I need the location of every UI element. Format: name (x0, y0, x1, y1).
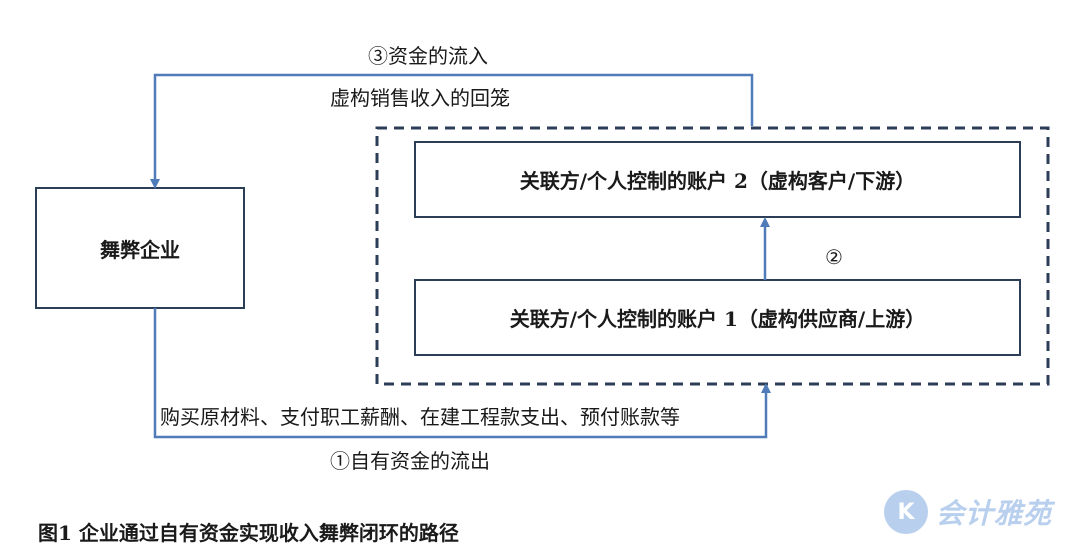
related-party-group-boundary (375, 126, 1050, 386)
figure-caption: 图1 企业通过自有资金实现收入舞弊闭环的路径 (38, 521, 459, 545)
inflow-label: ③资金的流入 (368, 44, 488, 68)
watermark: K 会计雅苑 (884, 490, 1052, 534)
watermark-text: 会计雅苑 (936, 497, 1053, 530)
fund-outflow-arrow (153, 308, 771, 439)
inflow-sublabel: 虚构销售收入的回笼 (330, 86, 510, 110)
account2-box (414, 141, 1021, 218)
account1-box (414, 279, 1021, 356)
account2-label: 关联方/个人控制的账户 2（虚构客户/下游） (519, 169, 916, 193)
k-logo-icon: K (884, 490, 928, 534)
enterprise-label: 舞弊企业 (100, 237, 180, 262)
outflow-label: ①自有资金的流出 (330, 449, 490, 473)
account1-label: 关联方/个人控制的账户 1（虚构供应商/上游） (509, 307, 926, 331)
fund-inflow-arrow (150, 73, 754, 189)
enterprise-box (35, 187, 245, 309)
transfer-label: ② (825, 245, 843, 269)
outflow-items-label: 购买原材料、支付职工薪酬、在建工程款支出、预付账款等 (160, 405, 680, 429)
